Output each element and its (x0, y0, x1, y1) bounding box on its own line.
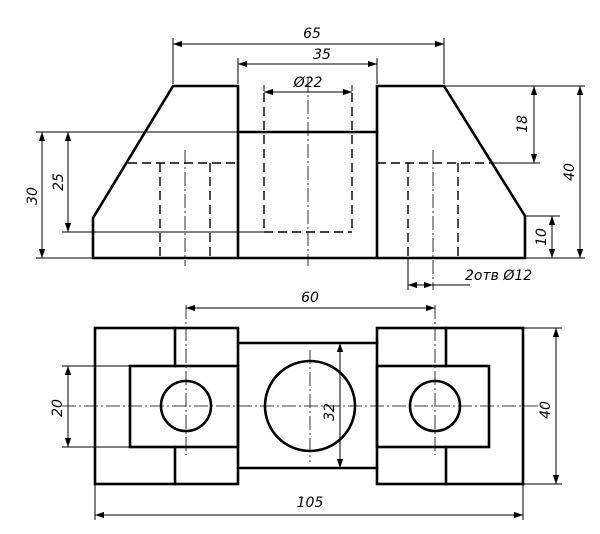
dim-65-text: 65 (303, 26, 321, 42)
dim-20-text: 20 (50, 399, 66, 417)
dim-35-text: 35 (313, 47, 331, 63)
top-view: 60 32 20 40 105 (50, 290, 562, 520)
front-extension-lines (36, 38, 585, 290)
top-center-lines (62, 305, 545, 462)
front-center-lines (184, 78, 434, 290)
top-dimension-lines (64, 304, 560, 519)
top-dimension-texts: 60 32 20 40 105 (50, 290, 554, 511)
holes-note-text: 2отв Ø12 (465, 268, 532, 284)
dim-105-text: 105 (297, 495, 324, 511)
front-view-outline (91, 84, 527, 260)
dim-d22-text: Ø22 (293, 75, 323, 91)
front-dimension-lines (38, 40, 584, 289)
dim-10-text: 10 (534, 228, 550, 246)
front-dimension-texts: 65 35 Ø22 30 25 18 40 10 2отв Ø12 (25, 26, 578, 284)
dim-40-top-text: 40 (538, 401, 554, 419)
dim-60-text: 60 (301, 290, 319, 306)
dim-25-text: 25 (51, 173, 67, 191)
front-hidden-lines (128, 93, 490, 258)
front-view: 65 35 Ø22 30 25 18 40 10 2отв Ø12 (25, 26, 585, 290)
dim-18-text: 18 (515, 115, 531, 133)
dim-40-front-text: 40 (562, 163, 578, 181)
top-extension-lines (62, 327, 562, 520)
dim-32-text: 32 (322, 403, 338, 421)
dim-30-text: 30 (25, 187, 41, 205)
